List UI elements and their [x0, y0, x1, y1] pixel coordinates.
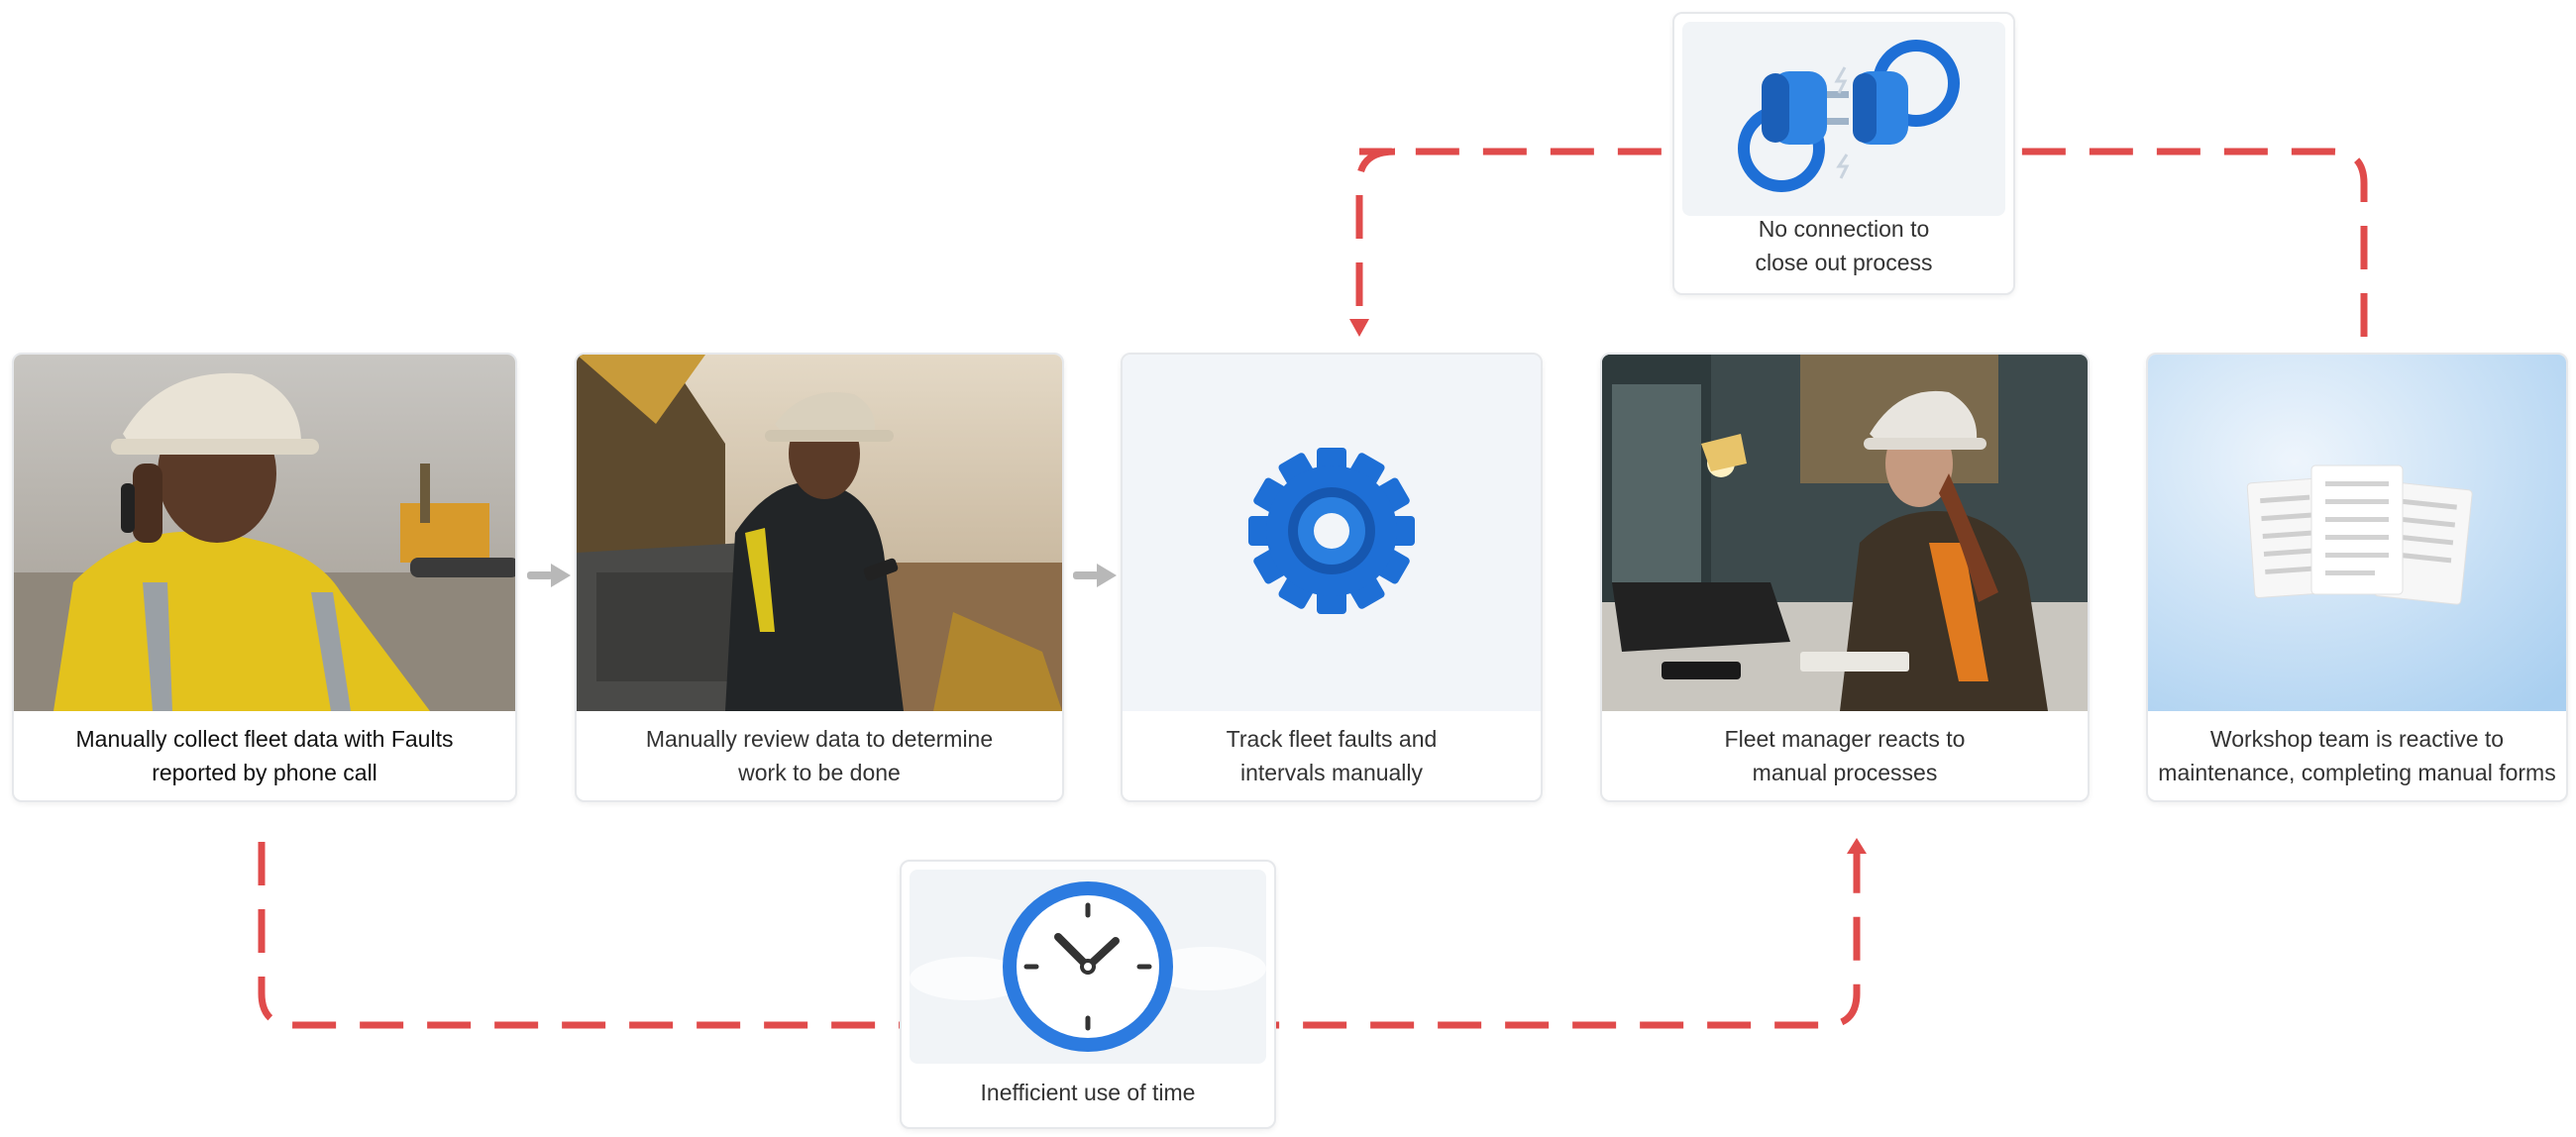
gear-icon — [1123, 355, 1541, 711]
step-1-line1: Manually collect fleet data with Faults — [75, 726, 454, 752]
step-card-2: Manually review data to determine work t… — [575, 353, 1064, 802]
worker-phone-equipment-photo — [577, 355, 1062, 711]
issue-bottom-line1: Inefficient use of time — [980, 1080, 1196, 1105]
issue-caption-inefficient-time: Inefficient use of time — [912, 1068, 1264, 1117]
step-1-line2: reported by phone call — [152, 760, 377, 785]
documents-icon — [2148, 355, 2566, 711]
issue-caption-no-connection: No connection to close out process — [1684, 208, 2003, 283]
issue-top-line1: No connection to — [1758, 216, 1930, 242]
step-3-line1: Track fleet faults and — [1226, 726, 1438, 752]
unplugged-icon — [1682, 22, 2005, 216]
step-card-3: Track fleet faults and intervals manuall… — [1121, 353, 1543, 802]
step-caption-5: Workshop team is reactive to maintenance… — [2158, 721, 2556, 790]
step-5-line2: maintenance, completing manual forms — [2158, 760, 2556, 785]
issue-card-inefficient-time: Inefficient use of time — [900, 860, 1276, 1129]
step-3-line2: intervals manually — [1239, 760, 1424, 785]
step-5-line1: Workshop team is reactive to — [2209, 726, 2505, 752]
step-card-4: Fleet manager reacts to manual processes — [1600, 353, 2090, 802]
step-arrow-1 — [527, 564, 571, 587]
clock-icon — [910, 870, 1266, 1064]
issue-top-line2: close out process — [1755, 250, 1933, 275]
step-caption-4: Fleet manager reacts to manual processes — [1612, 721, 2078, 790]
step-4-line1: Fleet manager reacts to — [1724, 726, 1966, 752]
step-2-line2: work to be done — [738, 760, 901, 785]
step-caption-2: Manually review data to determine work t… — [587, 721, 1052, 790]
step-caption-3: Track fleet faults and intervals manuall… — [1132, 721, 1531, 790]
top-loop-arrowhead — [1349, 319, 1369, 337]
worker-phone-photo — [14, 355, 515, 711]
step-arrow-2 — [1073, 564, 1117, 587]
step-card-5: Workshop team is reactive to maintenance… — [2146, 353, 2568, 802]
step-4-line2: manual processes — [1752, 760, 1938, 785]
step-caption-1: Manually collect fleet data with Faults … — [24, 721, 505, 790]
issue-card-no-connection: No connection to close out process — [1672, 12, 2015, 295]
step-2-line1: Manually review data to determine — [645, 726, 994, 752]
step-card-1: Manually collect fleet data with Faults … — [12, 353, 517, 802]
manager-desk-photo — [1602, 355, 2088, 711]
bottom-loop-arrowhead — [1847, 838, 1867, 854]
